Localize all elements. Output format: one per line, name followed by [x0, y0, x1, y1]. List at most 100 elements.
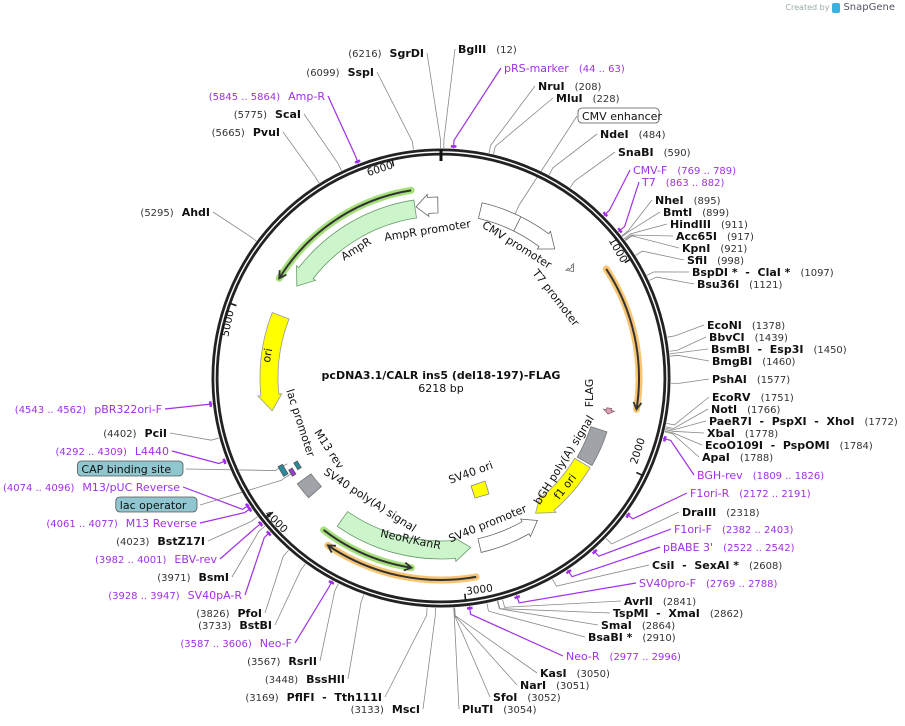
f1-ori-arrow[interactable] — [535, 457, 591, 514]
leader-noti — [665, 408, 709, 429]
lac-operator-label-box[interactable] — [115, 496, 198, 513]
site-nrui[interactable]: NruI(208) — [538, 80, 602, 93]
neor-kanr-arrow[interactable] — [336, 511, 472, 563]
site-position: (2841) — [663, 597, 696, 608]
site-avrii[interactable]: AvrII(2841) — [624, 595, 696, 608]
primer-f1ori-r[interactable]: F1ori-R(2172 .. 2191) — [690, 487, 811, 500]
site-snabi[interactable]: SnaBI(590) — [618, 146, 691, 159]
site-name: pBR322ori-F — [94, 403, 162, 416]
site-bsabi[interactable]: BsaBI *(2910) — [588, 631, 676, 644]
primer-ebv-rev[interactable]: (3982 .. 4001)EBV-rev — [95, 553, 217, 566]
site-nhei[interactable]: NheI(895) — [655, 194, 721, 207]
site-ecoo109i-pspomi[interactable]: EcoO109I - PspOMI(1784) — [705, 439, 873, 452]
t7-promoter-arrow[interactable] — [565, 262, 574, 273]
site-ndei[interactable]: NdeI(484) — [600, 128, 666, 141]
site-name: CsiI - SexAI * — [652, 559, 739, 572]
site-bstz17i[interactable]: (4023)BstZ17I — [116, 535, 205, 548]
tick-mark — [624, 258, 631, 264]
lac-promoter-box[interactable] — [277, 463, 289, 477]
site-bsu36i[interactable]: Bsu36I(1121) — [697, 278, 783, 291]
site-scai[interactable]: (5775)ScaI — [234, 108, 301, 121]
site-pshai[interactable]: PshAI(1577) — [712, 373, 790, 386]
primer-amp-r[interactable]: (5845 .. 5864)Amp-R — [209, 90, 326, 103]
site-pcii[interactable]: (4402)PciI — [103, 427, 167, 440]
site-sfoi[interactable]: SfoI(3052) — [493, 691, 561, 704]
sv40-polya-box[interactable] — [296, 473, 322, 499]
primer-t7[interactable]: T7(863 .. 882) — [641, 176, 725, 189]
cap-binding-site-label-box[interactable] — [77, 460, 184, 477]
site-pvui[interactable]: (5665)PvuI — [212, 126, 280, 139]
site-name: KpnI — [682, 242, 710, 255]
site-name: XbaI — [707, 427, 735, 440]
site-pluti[interactable]: PluTI(3054) — [462, 703, 537, 716]
leader-bgh-rev — [662, 437, 695, 476]
site-csii-sexai[interactable]: CsiI - SexAI *(2608) — [652, 559, 782, 572]
site-bspdi-clai[interactable]: BspDI * - ClaI *(1097) — [692, 266, 834, 279]
site-position: (2382 .. 2403) — [722, 525, 794, 536]
leader-bsabi — [486, 603, 586, 638]
site-name: SfoI — [493, 691, 517, 704]
site-pflfi-tth111i[interactable]: (3169)PflFI - Tth111I — [245, 691, 382, 704]
ori-arrow[interactable] — [257, 311, 290, 412]
sv40-promoter-arrow[interactable] — [477, 518, 539, 553]
primer-sv40pro-f[interactable]: SV40pro-F(2769 .. 2788) — [639, 577, 778, 590]
site-bsmi[interactable]: (3971)BsmI — [157, 571, 229, 584]
site-sgrdi[interactable]: (6216)SgrDI — [348, 47, 424, 60]
primer-neo-f[interactable]: (3587 .. 3606)Neo-F — [180, 637, 292, 650]
site-kpni[interactable]: KpnI(921) — [682, 242, 747, 255]
site-pfoi[interactable]: (3826)PfoI — [196, 607, 262, 620]
ampr-arrow[interactable] — [296, 199, 417, 287]
sv40-ori-box[interactable] — [470, 480, 490, 499]
calr-orf[interactable] — [605, 268, 640, 410]
site-name: BstZ17I — [157, 535, 205, 548]
cap-site-box[interactable] — [293, 460, 302, 471]
site-acc65i[interactable]: Acc65I(917) — [676, 230, 754, 243]
site-bstbi[interactable]: (3733)BstBI — [198, 619, 272, 632]
primer-neo-r[interactable]: Neo-R(2977 .. 2996) — [566, 650, 681, 663]
site-bsshii[interactable]: (3448)BssHII — [265, 673, 345, 686]
primer-f1ori-f[interactable]: F1ori-F(2382 .. 2403) — [674, 523, 793, 536]
primer-bgh-rev[interactable]: BGH-rev(1809 .. 1826) — [697, 469, 824, 482]
site-sfii[interactable]: SfiI(998) — [687, 254, 744, 267]
primer-sv40pa-r[interactable]: (3928 .. 3947)SV40pA-R — [108, 589, 242, 602]
ampr-promoter-arrow[interactable] — [415, 193, 439, 218]
bgh-polya-box[interactable] — [576, 426, 608, 467]
site-nari[interactable]: NarI(3051) — [520, 679, 590, 692]
flag-arrow[interactable] — [602, 407, 616, 415]
site-bbvci[interactable]: BbvCI(1439) — [709, 331, 788, 344]
site-hindiii[interactable]: HindIII(911) — [670, 218, 748, 231]
site-ahdi[interactable]: (5295)AhdI — [140, 206, 210, 219]
site-econi[interactable]: EcoNI(1378) — [707, 319, 785, 332]
primer-l4440[interactable]: (4292 .. 4309)L4440 — [55, 445, 169, 458]
primer-cmv-f[interactable]: CMV-F(769 .. 789) — [633, 164, 736, 177]
primer-pbabe-3[interactable]: pBABE 3'(2522 .. 2542) — [663, 541, 795, 554]
site-msci[interactable]: (3133)MscI — [351, 703, 420, 716]
site-mlui[interactable]: MluI(228) — [556, 92, 620, 105]
primer-prs-marker[interactable]: pRS-marker(44 .. 63) — [504, 62, 625, 75]
primer-m13-puc-reverse[interactable]: (4074 .. 4096)M13/pUC Reverse — [3, 481, 180, 494]
site-name: SV40pro-F — [639, 577, 696, 590]
m13-rev-box[interactable] — [288, 467, 297, 477]
site-noti[interactable]: NotI(1766) — [711, 403, 780, 416]
site-bmti[interactable]: BmtI(899) — [663, 206, 729, 219]
cmv-enhancer-label-box[interactable] — [577, 107, 660, 124]
neor-orf[interactable] — [323, 529, 412, 569]
orange-orf-bottom[interactable] — [327, 544, 477, 581]
site-bmgbi[interactable]: BmgBI(1460) — [712, 355, 796, 368]
site-apai[interactable]: ApaI(1788) — [702, 451, 773, 464]
site-paer7i-pspxi-xhoi[interactable]: PaeR7I - PspXI - XhoI(1772) — [709, 415, 898, 428]
site-bglii[interactable]: BglII(12) — [458, 43, 517, 56]
ampr-orf[interactable] — [278, 189, 412, 279]
site-tspmi-xmai[interactable]: TspMI - XmaI(2862) — [613, 607, 743, 620]
site-smai[interactable]: SmaI(2864) — [601, 619, 675, 632]
site-xbai[interactable]: XbaI(1778) — [707, 427, 778, 440]
site-sspi[interactable]: (6099)SspI — [306, 66, 374, 79]
primer-m13-reverse[interactable]: (4061 .. 4077)M13 Reverse — [46, 517, 197, 530]
site-kasi[interactable]: KasI(3050) — [540, 667, 610, 680]
site-ecorv[interactable]: EcoRV(1751) — [712, 391, 794, 404]
site-draiii[interactable]: DraIII(2318) — [682, 506, 760, 519]
site-rsrii[interactable]: (3567)RsrII — [247, 655, 317, 668]
site-bsmbi-esp3i[interactable]: BsmBI - Esp3I(1450) — [711, 343, 847, 356]
primer-pbr322ori-f[interactable]: (4543 .. 4562)pBR322ori-F — [15, 403, 162, 416]
